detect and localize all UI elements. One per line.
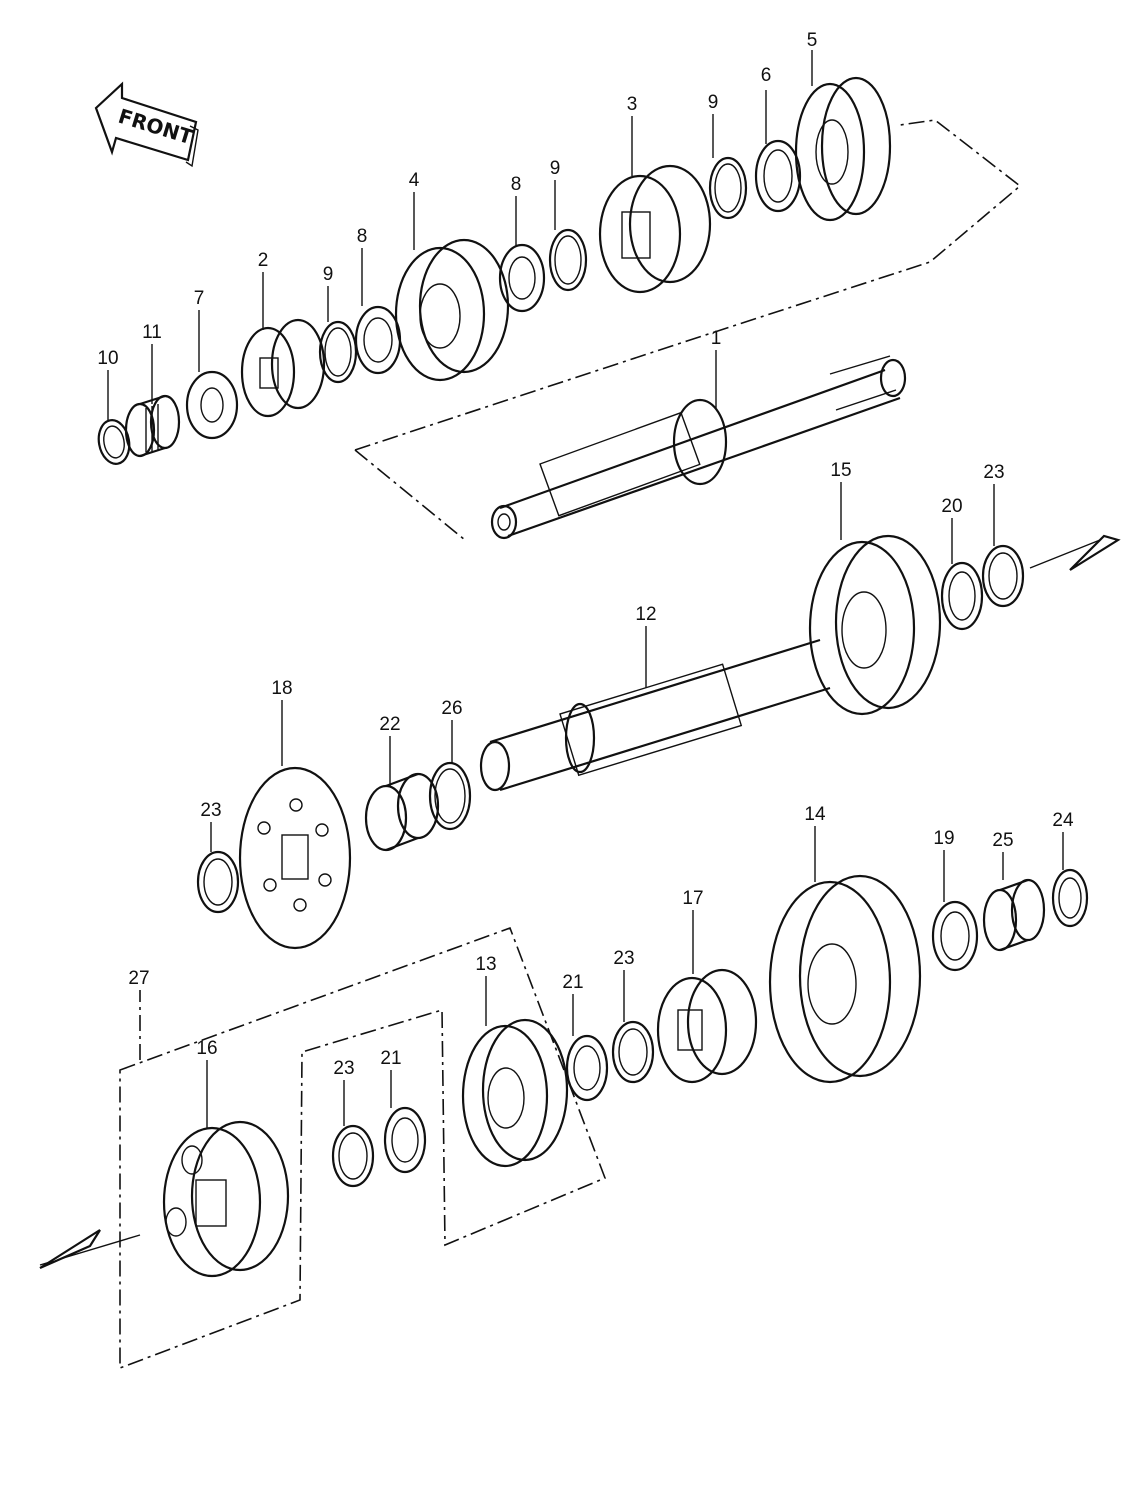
callout-23: 23 [200,800,221,821]
callout-26: 26 [441,698,462,719]
circlip-23-mid [611,1020,655,1084]
washer-19 [931,900,979,972]
gear-3 [598,164,712,294]
washer-7 [185,370,239,440]
callout-27: 27 [128,968,149,989]
callout-7: 7 [194,288,205,309]
input-shaft-1 [490,355,907,540]
callout-12: 12 [635,604,656,625]
output-shaft-12 [479,638,831,792]
callout-21: 21 [562,972,583,993]
callout-24: 24 [1052,810,1074,831]
callout-11: 11 [142,322,162,343]
callout-10: 10 [97,348,118,369]
callout-22: 22 [379,714,400,735]
callout-6: 6 [761,65,772,86]
gear-5 [794,76,892,222]
circlip-9-right [708,156,748,220]
front-arrow: FRONT [94,81,199,168]
circlip-9-left [318,320,358,384]
circlip-23-top-right [981,544,1025,608]
callout-9: 9 [550,158,561,179]
gear-17 [656,968,758,1084]
callout-1: 1 [711,328,722,349]
needle-bearing-25 [982,878,1046,952]
gear-14 [768,874,922,1084]
callout-15: 15 [830,460,851,481]
sprocket-18 [238,766,352,950]
needle-bearing-11 [124,394,181,458]
washer-6 [754,139,802,213]
callout-2: 2 [258,250,269,271]
ring-26 [428,761,472,831]
callout-4: 4 [409,170,420,191]
gear-13 [461,1018,569,1168]
collar-22 [364,772,440,852]
leader-lines [107,50,1064,1128]
callout-19: 19 [933,828,954,849]
gear-15 [808,534,942,716]
callout-21: 21 [380,1048,401,1069]
washer-8-left [354,305,402,375]
circlip-23-lower [331,1124,375,1188]
callout-5: 5 [807,30,818,51]
circlip-23-left [196,850,240,914]
circlip-24 [1051,868,1089,928]
gear-2 [240,318,326,418]
callout-23: 23 [983,462,1004,483]
washer-20 [940,561,984,631]
callout-9: 9 [323,264,334,285]
callout-8: 8 [357,226,368,247]
callout-3: 3 [627,94,638,115]
callout-13: 13 [475,954,496,975]
callout-18: 18 [271,678,292,699]
gear-16 [162,1120,290,1278]
callout-23: 23 [333,1058,354,1079]
callout-8: 8 [511,174,522,195]
callout-20: 20 [941,496,962,517]
callout-9: 9 [708,92,719,113]
circlip-9-mid [548,228,588,292]
washer-21-mid [565,1034,609,1102]
callout-labels: 5 6 3 9 9 8 4 8 9 2 7 11 10 1 15 20 23 1… [97,30,1074,1079]
callout-25: 25 [992,830,1013,851]
washer-8-mid [498,243,546,313]
callout-23: 23 [613,948,634,969]
callout-16: 16 [196,1038,217,1059]
washer-21-lower [383,1106,427,1174]
circlip-10 [97,419,131,465]
gear-4 [394,238,510,382]
callout-14: 14 [804,804,826,825]
callout-17: 17 [682,888,703,909]
